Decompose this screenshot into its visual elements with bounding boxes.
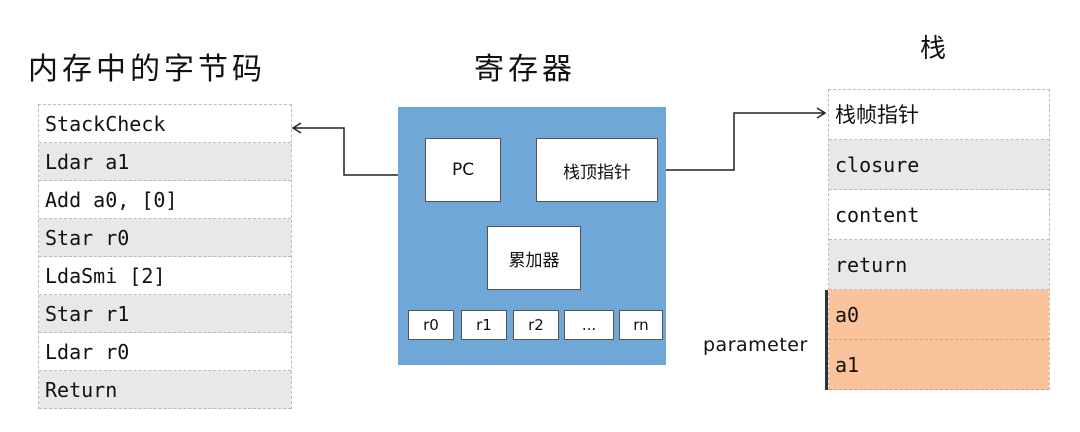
register-r2: r2 [513,310,559,340]
stack-slot: closure [829,140,1049,190]
register-r0: r0 [408,310,454,340]
parameter-bracket [825,290,828,390]
pc-to-bytecode-arrow [294,127,398,176]
parameter-slot: a0 [829,290,1049,340]
bytecode-row: Star r0 [39,219,291,257]
register-rn: rn [619,310,663,340]
sp-to-stack-arrow [666,112,824,171]
bytecode-row: Ldar r0 [39,333,291,371]
stack-pointer-register: 栈顶指针 [536,138,658,202]
stack-list: 栈帧指针 closure content return a0 a1 [828,89,1050,390]
parameter-label: parameter [703,334,808,356]
bytecode-row: Ldar a1 [39,143,291,181]
registers-title: 寄存器 [474,52,576,87]
bytecode-row: StackCheck [39,105,291,143]
register-panel: PC 栈顶指针 累加器 r0 r1 r2 ... rn [398,107,666,365]
stack-frame-pointer-slot: 栈帧指针 [829,90,1049,140]
parameter-slot: a1 [829,340,1049,390]
bytecode-row: Add a0, [0] [39,181,291,219]
bytecode-row: Star r1 [39,295,291,333]
stack-title: 栈 [920,34,951,64]
stack-slot: content [829,190,1049,240]
bytecode-row: Return [39,371,291,409]
stack-slot: return [829,240,1049,290]
pc-register: PC [425,138,501,202]
arrowhead-left [291,122,302,134]
bytecode-title: 内存中的字节码 [28,52,266,87]
bytecode-row: LdaSmi [2] [39,257,291,295]
register-ellipsis: ... [564,310,614,340]
arrowhead-right [816,107,827,119]
bytecode-list: StackCheck Ldar a1 Add a0, [0] Star r0 L… [38,104,292,409]
register-r1: r1 [461,310,507,340]
accumulator-register: 累加器 [487,226,581,290]
